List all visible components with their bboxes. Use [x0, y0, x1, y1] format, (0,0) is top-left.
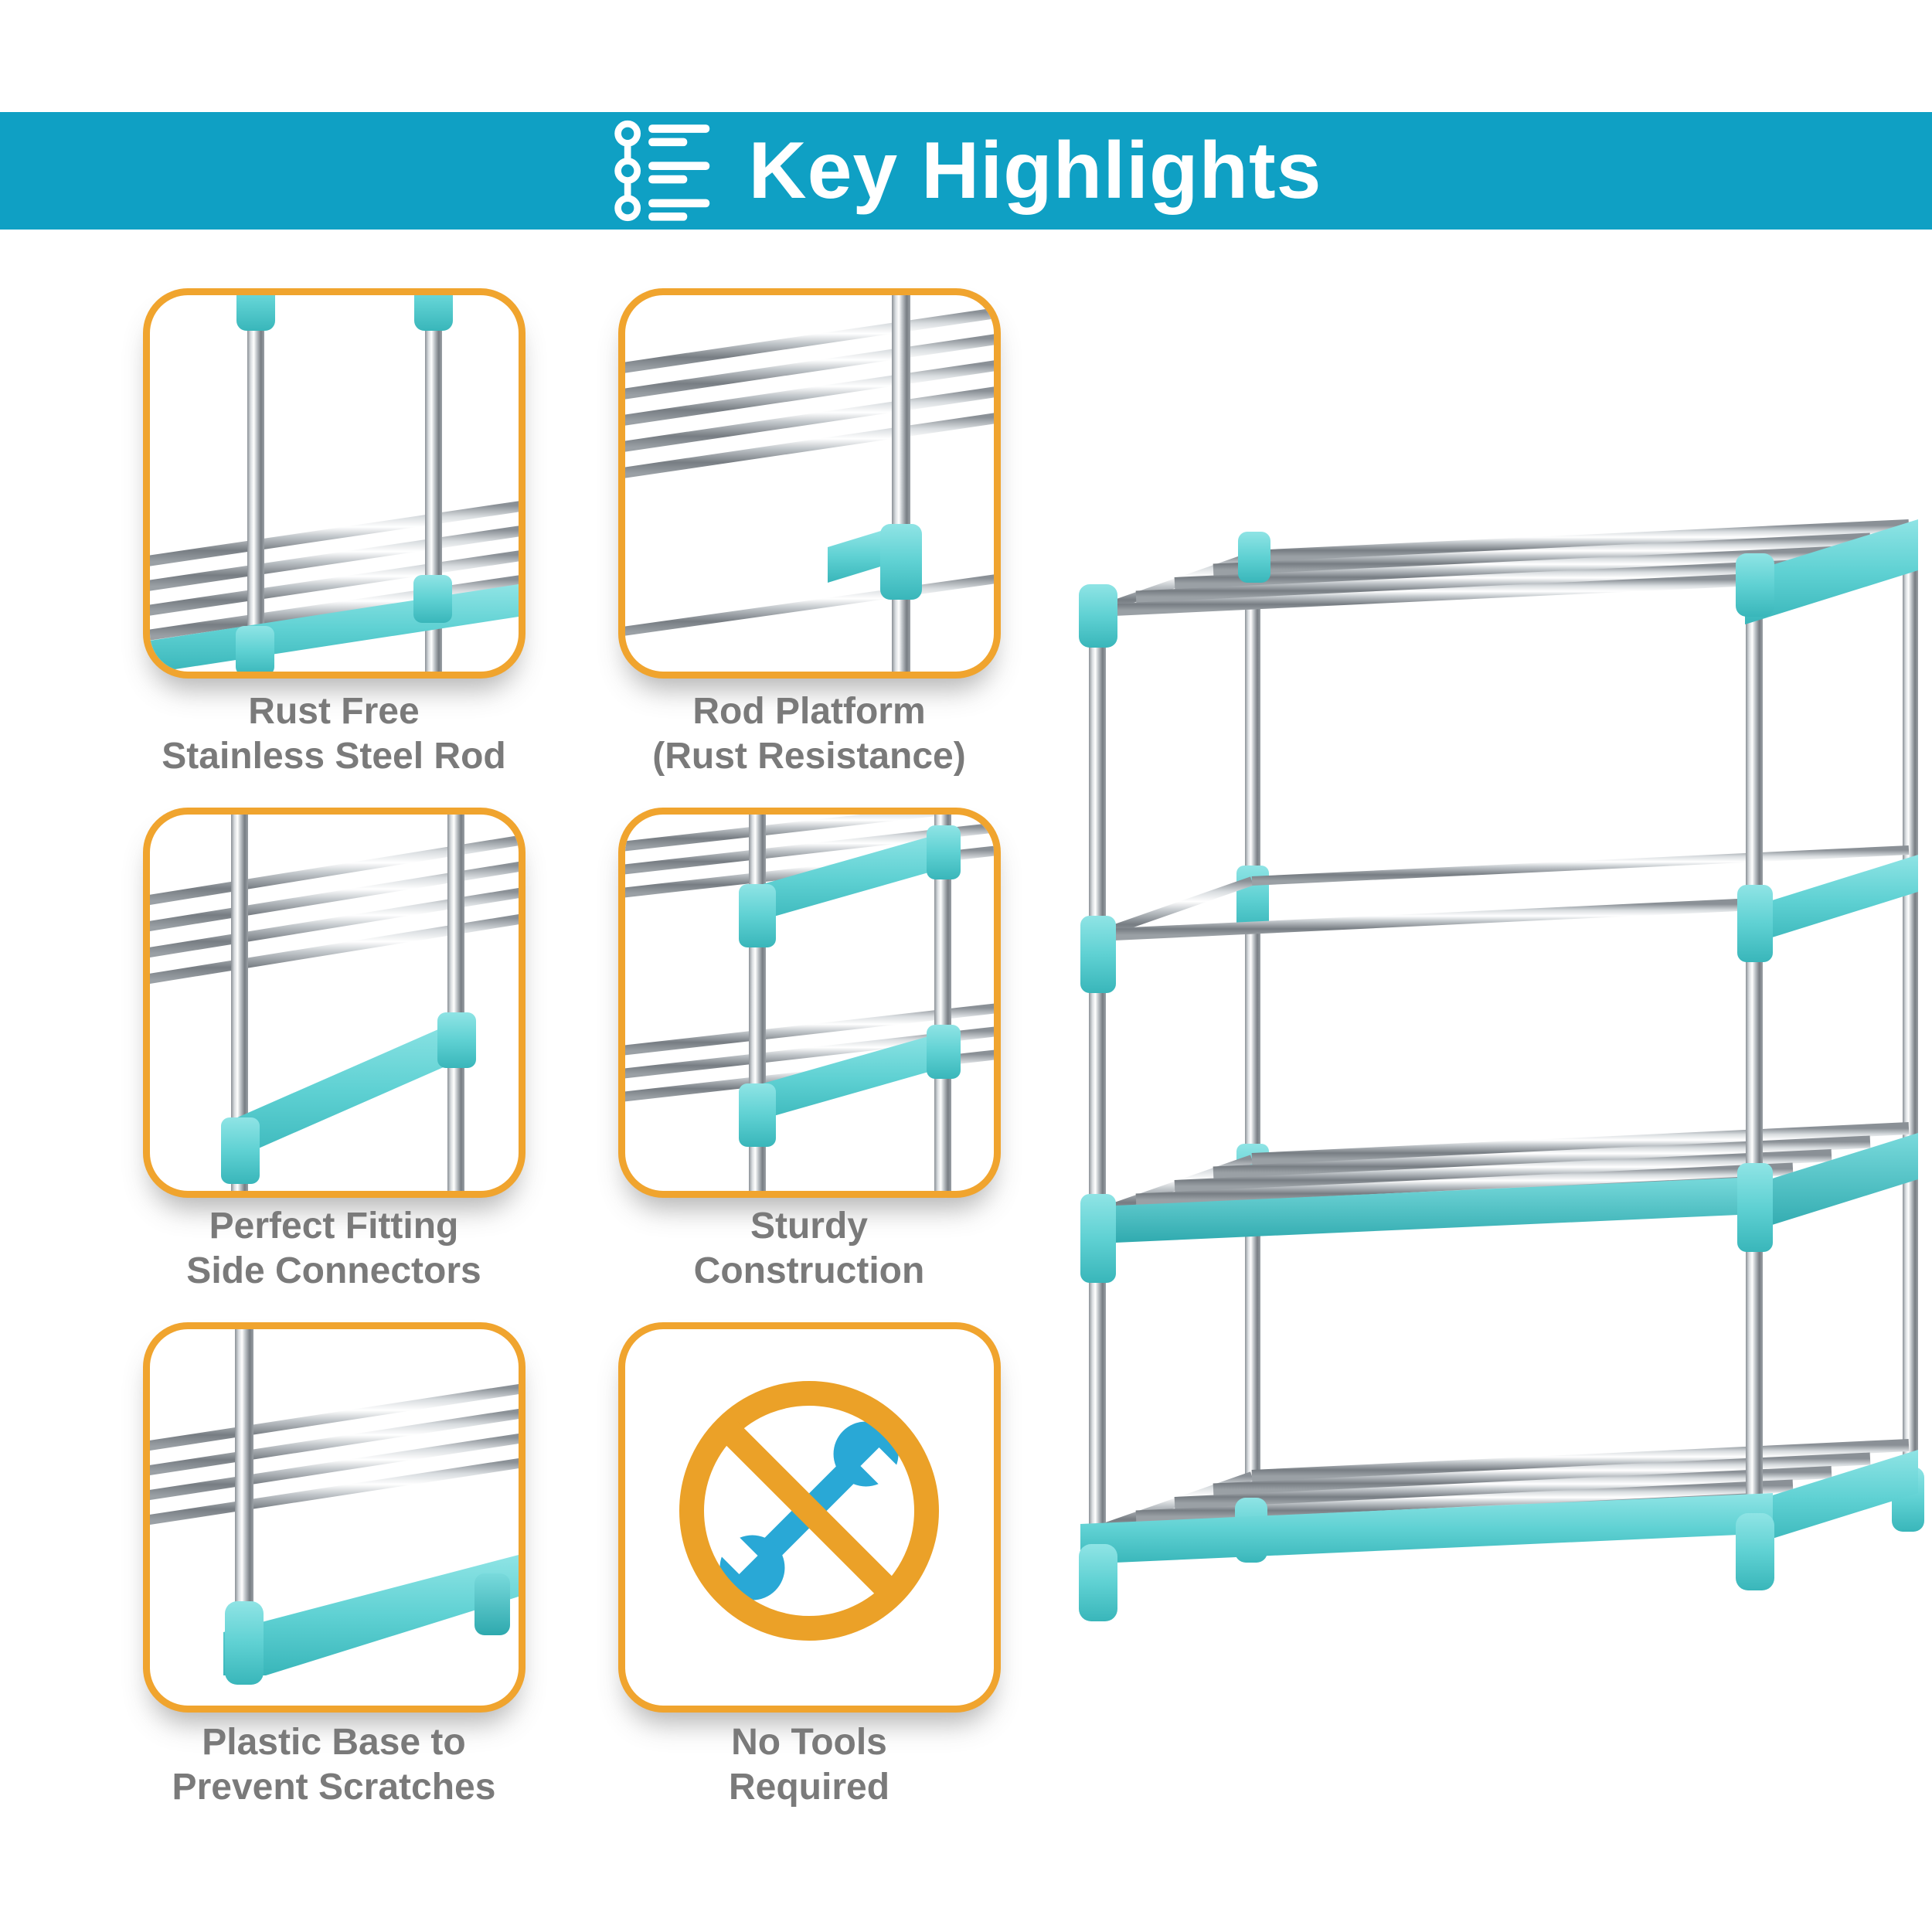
caption-line: Rust Free [248, 691, 420, 732]
feature-box-rust-free-rod [143, 288, 526, 679]
caption-line: Side Connectors [186, 1250, 481, 1291]
caption-line: Sturdy [750, 1206, 868, 1247]
plastic-base-photo [150, 1329, 519, 1685]
caption-line: (Rust Resistance) [652, 736, 966, 777]
caption-line: Rod Platform [692, 691, 926, 732]
caption-line: Required [728, 1767, 890, 1808]
feature-box-no-tools [618, 1322, 1001, 1713]
stainless-steel-rod-photo [150, 295, 519, 672]
feature-box-rod-platform [618, 288, 1001, 679]
feature-box-plastic-base [143, 1322, 526, 1713]
list-highlights-icon [614, 120, 710, 222]
feature-box-sturdy-construction [618, 808, 1001, 1198]
feature-caption: Plastic Base to Prevent Scratches [117, 1720, 550, 1810]
feature-caption: No Tools Required [593, 1720, 1026, 1810]
four-tier-rack-photo [1079, 519, 1924, 1621]
feature-caption: Rust Free Stainless Steel Rod [117, 689, 550, 779]
side-connectors-photo [150, 815, 519, 1191]
feature-caption: Rod Platform (Rust Resistance) [593, 689, 1026, 779]
caption-line: No Tools [731, 1722, 887, 1763]
no-tools-icon [679, 1381, 939, 1641]
sturdy-construction-photo [625, 815, 994, 1191]
page-title: Key Highlights [748, 125, 1322, 216]
caption-line: Plastic Base to [202, 1722, 466, 1763]
header-banner: Key Highlights [0, 112, 1932, 230]
caption-line: Stainless Steel Rod [162, 736, 506, 777]
caption-line: Prevent Scratches [172, 1767, 496, 1808]
rod-platform-photo [625, 295, 994, 672]
feature-box-side-connectors [143, 808, 526, 1198]
feature-caption: Sturdy Construction [593, 1204, 1026, 1294]
caption-line: Perfect Fitting [209, 1206, 459, 1247]
feature-caption: Perfect Fitting Side Connectors [117, 1204, 550, 1294]
caption-line: Construction [693, 1250, 925, 1291]
